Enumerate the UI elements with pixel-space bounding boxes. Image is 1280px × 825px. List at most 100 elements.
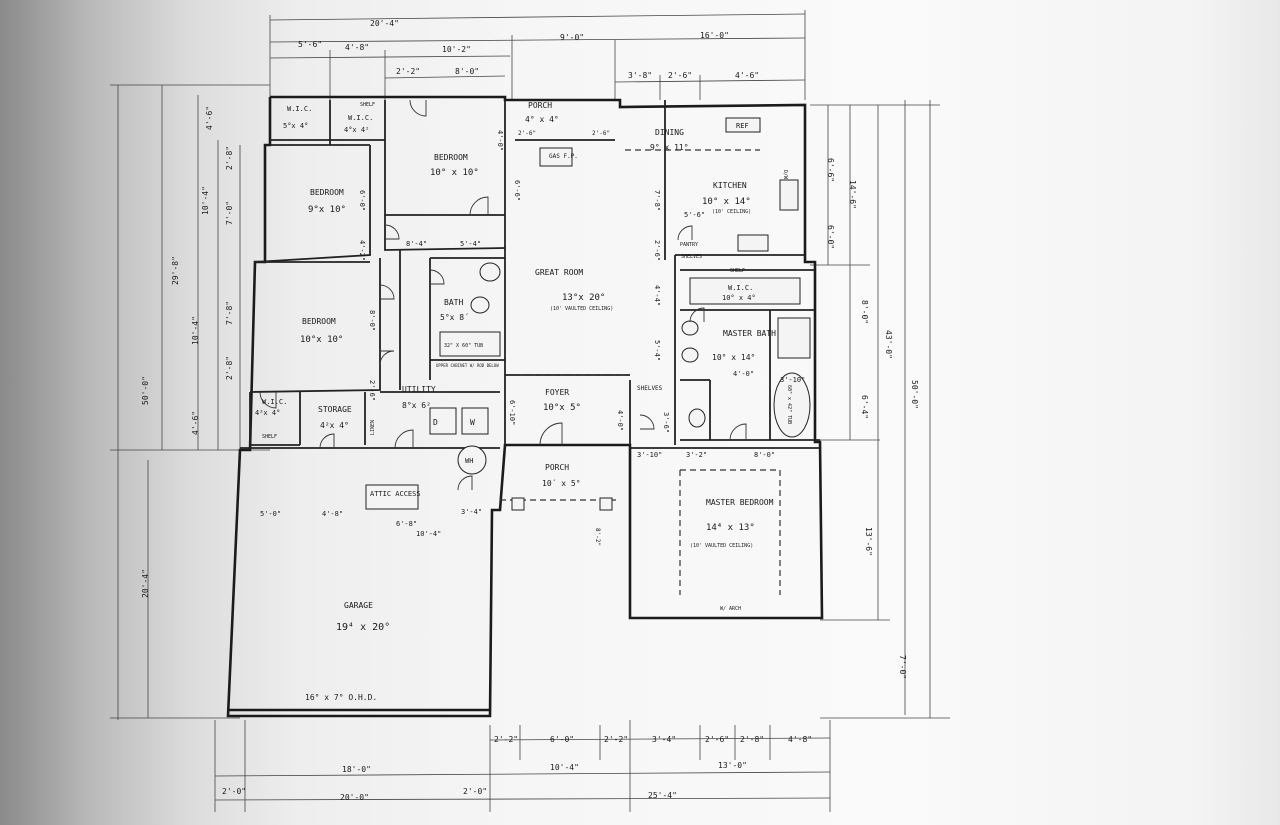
dim-top-9: 3'-8" bbox=[628, 71, 652, 80]
label-upper-cabinet: UPPER CABINET W/ ROD BELOW bbox=[436, 363, 499, 368]
master-sink-1 bbox=[681, 320, 699, 336]
room-size-bath: 5°x 8´ bbox=[440, 312, 469, 322]
dim-left-4: 10'-4" bbox=[201, 186, 210, 215]
dim-top-7: 2'-2" bbox=[396, 67, 420, 76]
dim-inner-14: 4'-0" bbox=[616, 410, 624, 431]
room-name-porch-front: PORCH bbox=[545, 463, 569, 472]
dim-inner-15: 3'-6" bbox=[662, 412, 670, 433]
dim-inner-25: 10'-4" bbox=[416, 530, 441, 538]
dim-inner-4: 8'-0" bbox=[368, 310, 376, 331]
label-water-heater: WH bbox=[465, 457, 473, 465]
master-toilet bbox=[688, 408, 706, 428]
range bbox=[737, 234, 769, 252]
dim-left-11: 2'-8" bbox=[225, 146, 234, 170]
master-sink-2 bbox=[681, 347, 699, 363]
dim-bottom-6: 2'-8" bbox=[740, 735, 764, 744]
dim-bottom-3: 2'-2" bbox=[604, 735, 628, 744]
dim-inner-23: 5'-0" bbox=[260, 510, 281, 518]
bath-toilet bbox=[470, 296, 490, 314]
label-corner-tub: 60" x 42" TUB bbox=[786, 385, 792, 424]
room-size-porch-top: 4° x 4° bbox=[525, 115, 559, 124]
dim-left-2: 29'-8" bbox=[171, 256, 180, 285]
room-name-master-bedroom: MASTER BEDROOM bbox=[706, 498, 774, 507]
label-dw: D/W bbox=[782, 170, 788, 180]
room-name-wic-master: W.I.C. bbox=[728, 284, 753, 292]
room-name-bedroom-left-2: BEDROOM bbox=[302, 317, 336, 326]
room-size-wic-small: 4²x 4° bbox=[255, 409, 280, 417]
label-shelves-foyer: SHELVES bbox=[637, 385, 663, 392]
room-size-great-room: 13°x 20° bbox=[562, 293, 605, 303]
dim-right-4: 8'-0" bbox=[860, 300, 869, 324]
dim-left-5: 10'-4" bbox=[191, 316, 200, 345]
room-name-wic-small: W.I.C. bbox=[262, 398, 287, 406]
dim-inner-20: 4'-0" bbox=[733, 370, 754, 378]
master-shower bbox=[777, 317, 811, 359]
water-heater bbox=[457, 445, 487, 475]
room-name-utility: UTILITY bbox=[402, 385, 436, 394]
room-size-kitchen: 10° x 14° bbox=[702, 197, 751, 207]
dim-bottom-2: 6'-0" bbox=[550, 735, 574, 744]
room-note-kitchen: (10' CEILING) bbox=[712, 209, 751, 215]
room-size-master-bedroom: 14⁴ x 13° bbox=[706, 523, 755, 533]
label-attic-access: ATTIC ACCESS bbox=[370, 490, 421, 498]
dim-inner-28: 8'-2" bbox=[594, 528, 601, 546]
dim-inner-21: 5'-6" bbox=[684, 211, 705, 219]
dim-bottom-7: 4'-8" bbox=[788, 735, 812, 744]
dimension-lines-right bbox=[810, 100, 950, 719]
dim-right-3: 6'-0" bbox=[826, 225, 835, 249]
dim-inner-5: 2'-6" bbox=[368, 380, 376, 401]
room-size-foyer: 10°x 5° bbox=[543, 403, 581, 413]
attic-access-box bbox=[365, 484, 419, 510]
kitchen-sink bbox=[779, 179, 799, 211]
dim-right-6: 50'-0" bbox=[910, 380, 919, 409]
label-arch: W/ ARCH bbox=[720, 606, 741, 612]
master-corner-tub bbox=[773, 372, 811, 438]
dim-inner-18: 8'-0" bbox=[754, 451, 775, 459]
dim-right-1: 6'-6" bbox=[826, 158, 835, 182]
dim-inner-26: 2'-6" bbox=[518, 130, 536, 137]
interior-walls bbox=[240, 100, 820, 449]
dim-inner-9: 7'-8" bbox=[653, 190, 661, 211]
label-garage-door: 16° x 7° O.H.D. bbox=[305, 693, 377, 702]
dim-inner-13: 6'-10" bbox=[508, 400, 516, 425]
room-name-master-bath: MASTER BATH bbox=[723, 329, 776, 338]
dim-inner-3: 4'-2" bbox=[358, 240, 366, 261]
dimension-lines-top bbox=[269, 10, 806, 100]
room-name-porch-top: PORCH bbox=[528, 101, 552, 110]
dim-bottom-8: 18'-0" bbox=[342, 765, 371, 774]
dim-inner-27: 2'-6" bbox=[592, 130, 610, 137]
dim-inner-12: 5'-4" bbox=[653, 340, 661, 361]
refrigerator bbox=[725, 117, 761, 133]
dim-top-6: 10'-2" bbox=[442, 45, 471, 54]
dim-left-6: 4'-6" bbox=[191, 411, 200, 435]
dim-inner-17: 3'-2" bbox=[686, 451, 707, 459]
porch-column-left bbox=[511, 497, 525, 511]
room-size-storage: 4²x 4° bbox=[320, 421, 349, 430]
dim-inner-10: 2'-6" bbox=[653, 240, 661, 261]
inner-dimensions: 4'-0" 6'-0" 4'-2" 8'-0" 2'-6" 8'-4" 5'-4… bbox=[260, 130, 805, 546]
room-size-dining: 9° x 11° bbox=[650, 143, 689, 152]
room-size-porch-front: 10´ x 5° bbox=[542, 478, 581, 488]
dim-top-4: 5'-6" bbox=[298, 40, 322, 49]
dimension-lines-bottom bbox=[214, 720, 831, 812]
label-wic-top-left-size: 5°x 4° bbox=[283, 122, 308, 130]
dim-top-2: 9'-0" bbox=[560, 33, 584, 42]
label-shelf-master: SHELF bbox=[730, 268, 745, 274]
room-size-garage: 19⁴ x 20° bbox=[336, 622, 390, 633]
dim-inner-7: 5'-4" bbox=[460, 240, 481, 248]
dim-right-7: 6'-4" bbox=[860, 395, 869, 419]
room-name-foyer: FOYER bbox=[545, 388, 569, 397]
dim-top-10: 2'-6" bbox=[668, 71, 692, 80]
dim-bottom-12: 2'-0" bbox=[463, 787, 487, 796]
door-swings bbox=[259, 99, 747, 491]
label-linen: LINEN bbox=[370, 420, 376, 435]
dim-right-9: 7'-0" bbox=[898, 655, 907, 679]
dim-bottom-5: 2'-6" bbox=[705, 735, 729, 744]
washer bbox=[461, 407, 489, 435]
room-name-bedroom-top: BEDROOM bbox=[434, 153, 468, 162]
room-size-utility: 8°x 6² bbox=[402, 401, 431, 410]
room-size-bedroom-top: 10° x 10° bbox=[430, 168, 479, 178]
dim-inner-29: 3'-4" bbox=[461, 508, 482, 516]
dim-bottom-13: 20'-0" bbox=[340, 793, 369, 802]
